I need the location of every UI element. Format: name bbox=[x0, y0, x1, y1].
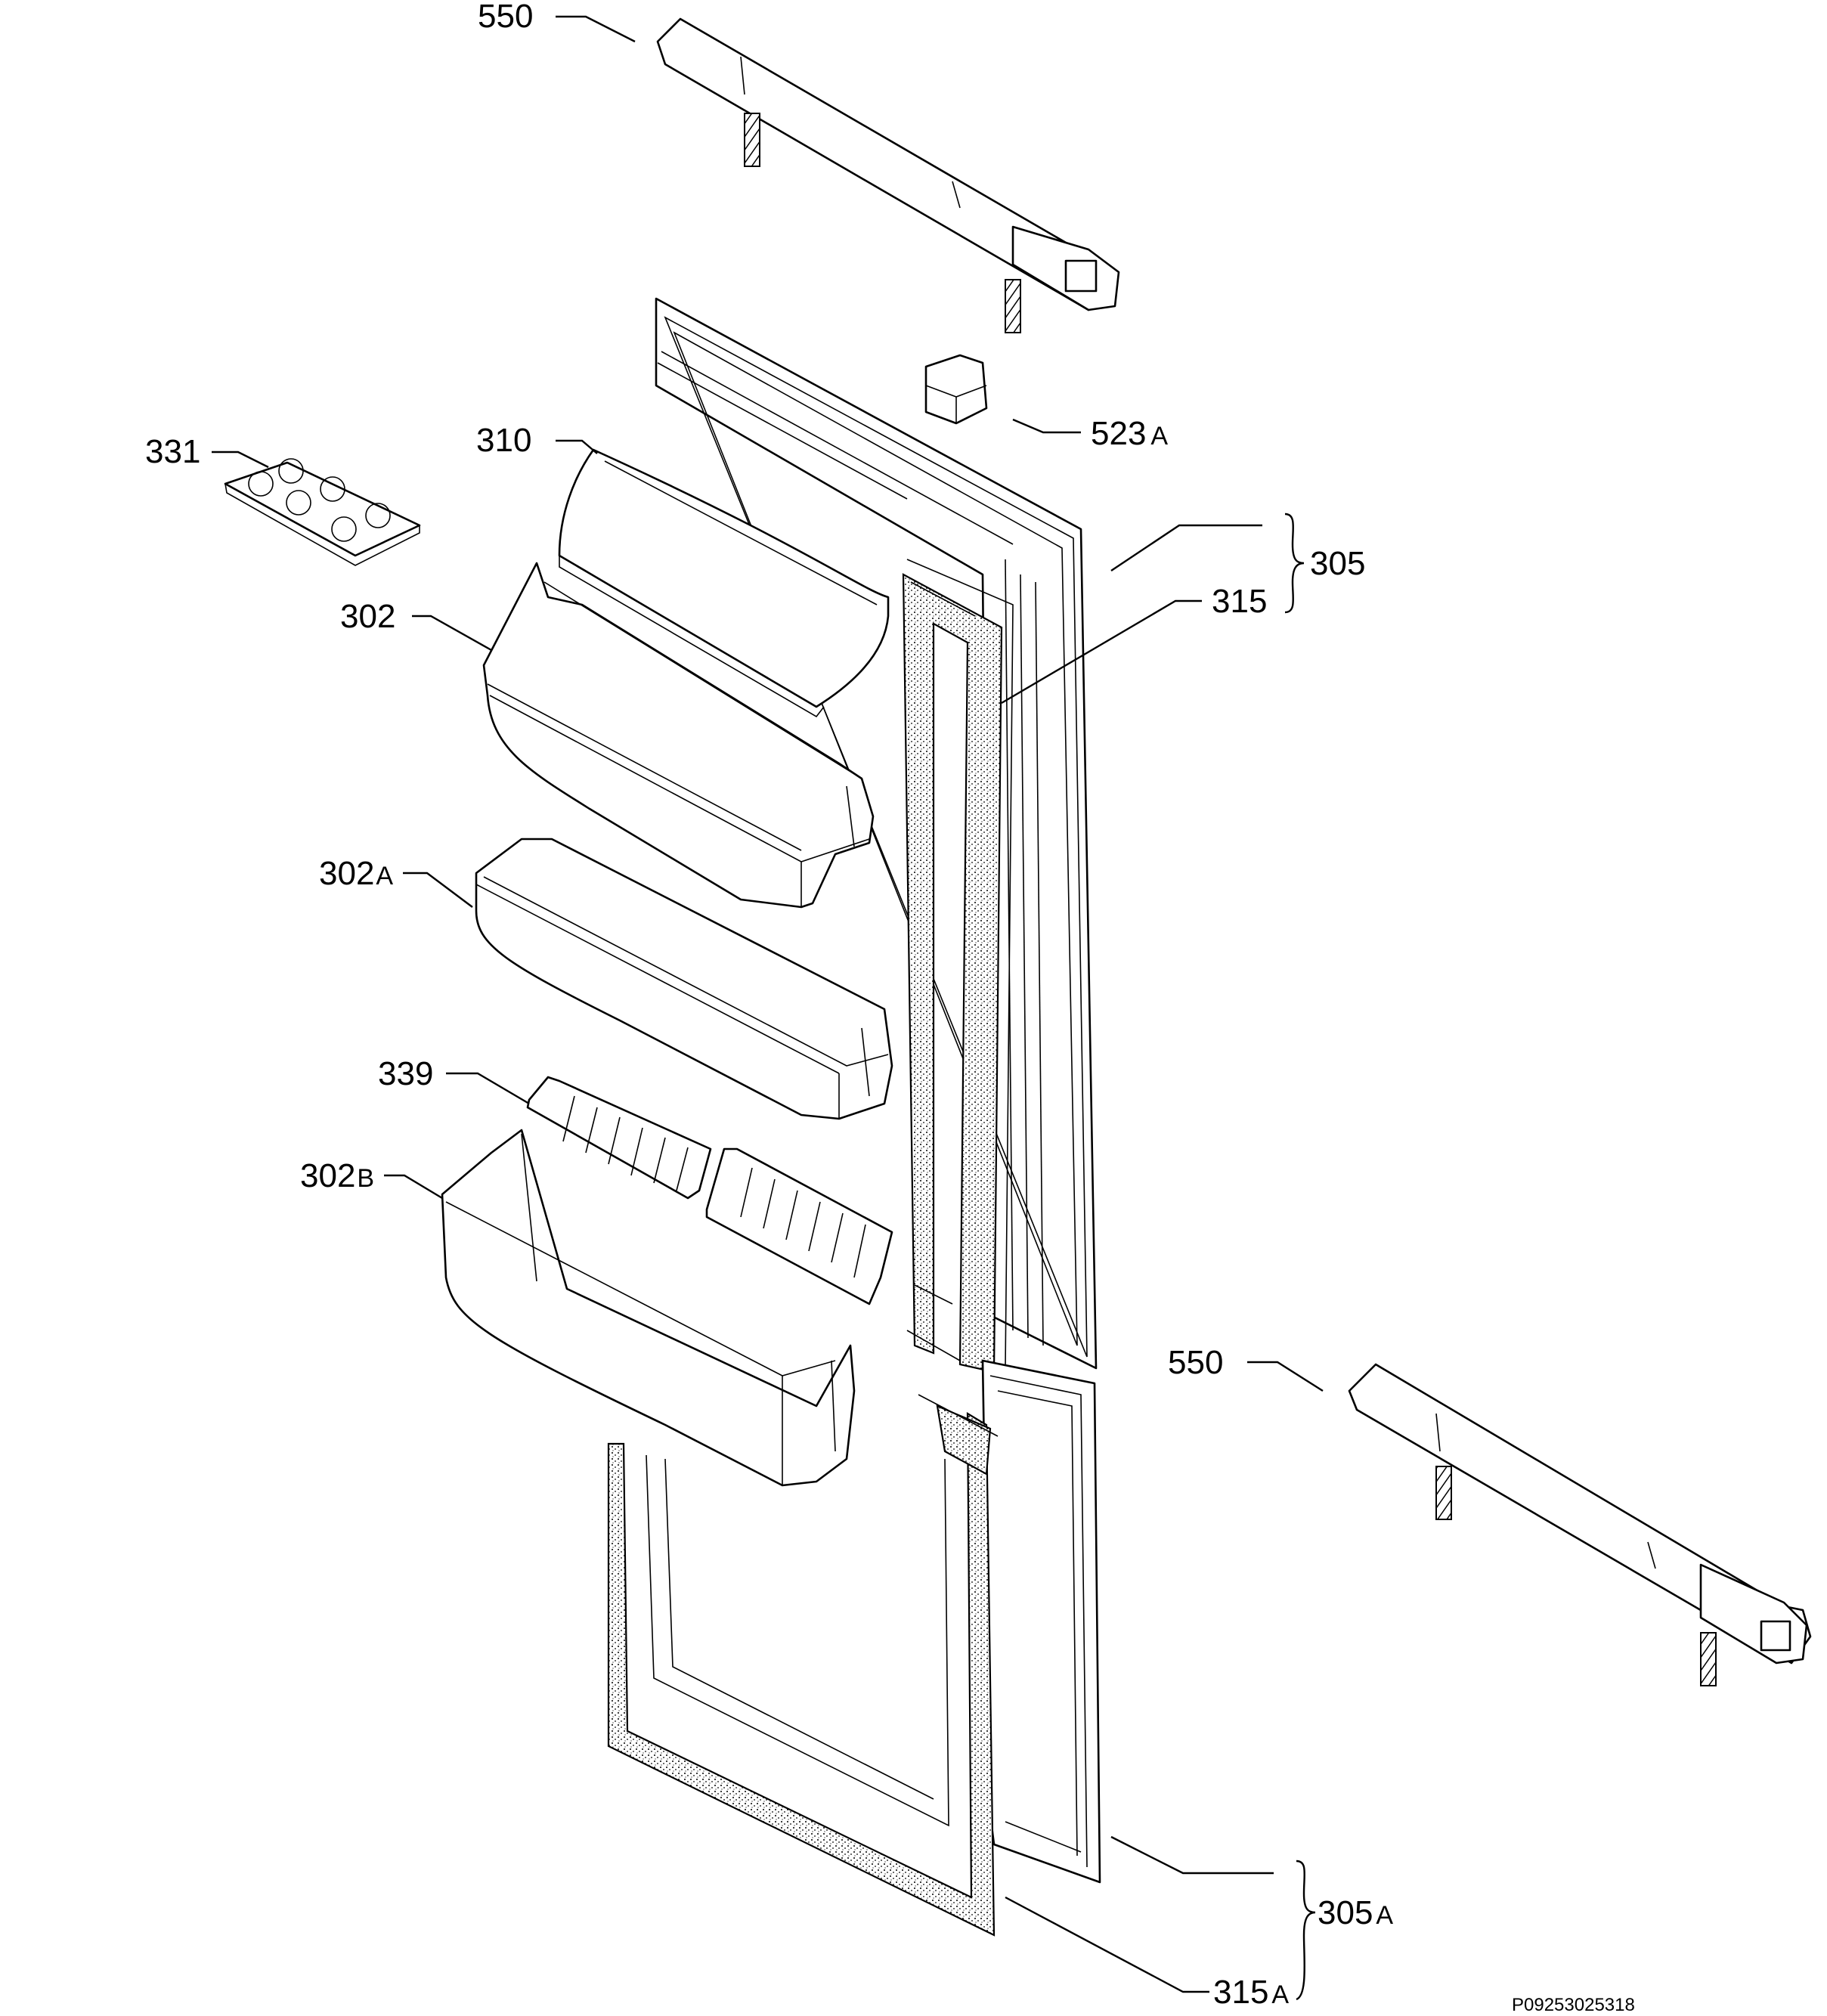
label-315a-num: 315 bbox=[1213, 1974, 1268, 2011]
label-339: 339 bbox=[378, 1055, 433, 1092]
lower-door-frame bbox=[981, 1359, 1101, 1884]
label-315-text: 315 bbox=[1212, 583, 1267, 620]
shelf-divider-right bbox=[705, 1147, 893, 1305]
leader-lines bbox=[212, 15, 1324, 1993]
svg-text:302A: 302A bbox=[319, 855, 393, 892]
egg-tray bbox=[224, 458, 421, 566]
label-302b-num: 302 bbox=[300, 1157, 355, 1194]
label-550-top: 550 bbox=[478, 0, 533, 35]
upper-door-shelf bbox=[482, 562, 875, 909]
label-331: 331 bbox=[145, 433, 200, 470]
label-331-text: 331 bbox=[145, 433, 200, 470]
label-523a-num: 523 bbox=[1091, 415, 1146, 452]
label-302a-num: 302 bbox=[319, 855, 374, 892]
lower-door-shelf bbox=[441, 1129, 856, 1487]
label-305: 305 bbox=[1310, 545, 1365, 582]
bracket-305a bbox=[1296, 1860, 1316, 2001]
dairy-compartment-lid bbox=[558, 448, 890, 718]
label-302: 302 bbox=[340, 598, 395, 635]
label-550-bottom-text: 550 bbox=[1168, 1344, 1223, 1381]
middle-door-shelf bbox=[475, 838, 893, 1120]
lower-door-gasket bbox=[607, 1394, 999, 1937]
top-hinge-cover bbox=[656, 17, 1120, 333]
label-305a-suffix: A bbox=[1376, 1901, 1393, 1930]
svg-text:302B: 302B bbox=[300, 1157, 374, 1194]
label-310-text: 310 bbox=[476, 422, 531, 459]
bracket-305 bbox=[1284, 513, 1305, 614]
label-523a-suffix: A bbox=[1150, 422, 1168, 451]
label-339-text: 339 bbox=[378, 1055, 433, 1092]
label-305-text: 305 bbox=[1310, 545, 1365, 582]
drawing-code: P09253025318 bbox=[1512, 1995, 1635, 2015]
hinge-bracket bbox=[924, 354, 988, 425]
label-315a-suffix: A bbox=[1271, 1980, 1289, 2009]
label-550-top-text: 550 bbox=[478, 0, 533, 35]
label-302a-suffix: A bbox=[376, 862, 393, 890]
label-302b: 302B bbox=[300, 1157, 374, 1194]
label-302-text: 302 bbox=[340, 598, 395, 635]
shelf-divider-left bbox=[526, 1076, 712, 1200]
label-305a-num: 305 bbox=[1318, 1894, 1373, 1931]
upper-door-gasket bbox=[902, 559, 1014, 1373]
label-315: 315 bbox=[1212, 583, 1267, 620]
bottom-hinge-cover bbox=[1348, 1363, 1812, 1686]
label-302b-suffix: B bbox=[357, 1164, 374, 1193]
label-310: 310 bbox=[476, 422, 531, 459]
label-302a: 302A bbox=[319, 855, 393, 892]
label-550-bottom: 550 bbox=[1168, 1344, 1223, 1381]
